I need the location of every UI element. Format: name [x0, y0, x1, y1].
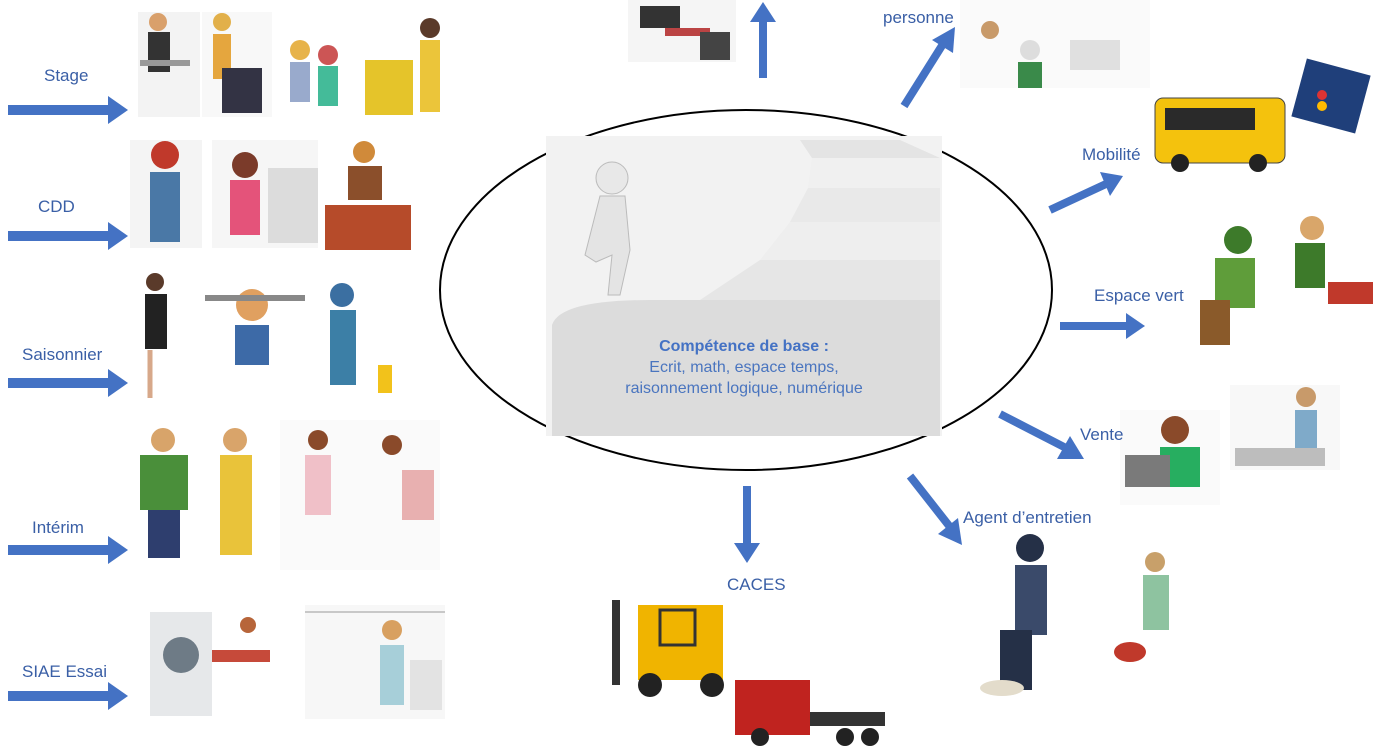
label-siae-essai: SIAE Essai — [22, 662, 108, 681]
lawnmower-icon — [1295, 216, 1373, 304]
mopping-cleaner-icon — [330, 283, 392, 393]
illus-right — [612, 0, 1373, 746]
truck-icon — [735, 680, 885, 746]
bus-icon — [1154, 97, 1286, 172]
waitress-tray-icon — [145, 273, 167, 398]
welder-icon — [130, 140, 202, 248]
washing-machine-ironing-icon — [150, 612, 270, 716]
painter-icon — [220, 428, 252, 555]
cashier-icon — [1120, 410, 1220, 505]
label-stage: Stage — [44, 66, 89, 85]
lumberjack-icon — [140, 428, 188, 558]
laundry-line-icon — [305, 605, 445, 719]
center-line-2: raisonnement logique, numérique — [625, 380, 863, 397]
center-title: Compétence de base : — [659, 338, 829, 355]
driving-code-book-icon — [1291, 58, 1371, 134]
staircase-figure-icon — [546, 136, 942, 436]
left-arrows — [8, 96, 128, 710]
outgoing-arrows — [734, 2, 1145, 563]
label-espace-vert: Espace vert — [1094, 286, 1184, 305]
label-interim: Intérim — [32, 518, 84, 537]
illus-left — [130, 12, 445, 719]
label-vente: Vente — [1080, 425, 1124, 444]
fish-seller-icon — [1230, 385, 1340, 470]
gardener-icon — [1200, 226, 1255, 345]
ironing-woman-icon — [138, 12, 200, 117]
multi-tool-worker-icon — [205, 289, 305, 365]
elderly-care-icon — [960, 0, 1150, 88]
label-caces: CACES — [727, 575, 786, 594]
label-mobilite: Mobilité — [1082, 145, 1141, 164]
waitress-trash-icon — [202, 12, 272, 117]
label-cdd: CDD — [38, 197, 75, 216]
children-icon — [290, 40, 338, 106]
bricklayer-icon — [325, 141, 411, 250]
vacuum-woman-icon — [1114, 552, 1169, 662]
laundry-woman-icon — [212, 140, 318, 248]
central-ellipse — [439, 109, 1053, 471]
cleaning-cart-woman-icon — [365, 18, 440, 115]
janitor-icon — [980, 534, 1047, 696]
label-agent-entretien: Agent d’entretien — [963, 508, 1092, 527]
forklift-icon — [612, 600, 724, 697]
label-personne: personne — [883, 8, 954, 27]
center-text: Compétence de base : Ecrit, math, espace… — [546, 336, 942, 399]
label-saisonnier: Saisonnier — [22, 345, 103, 364]
office-worker-icon — [628, 0, 736, 62]
center-line-1: Ecrit, math, espace temps, — [649, 359, 839, 376]
housework-women-icon — [280, 420, 440, 570]
